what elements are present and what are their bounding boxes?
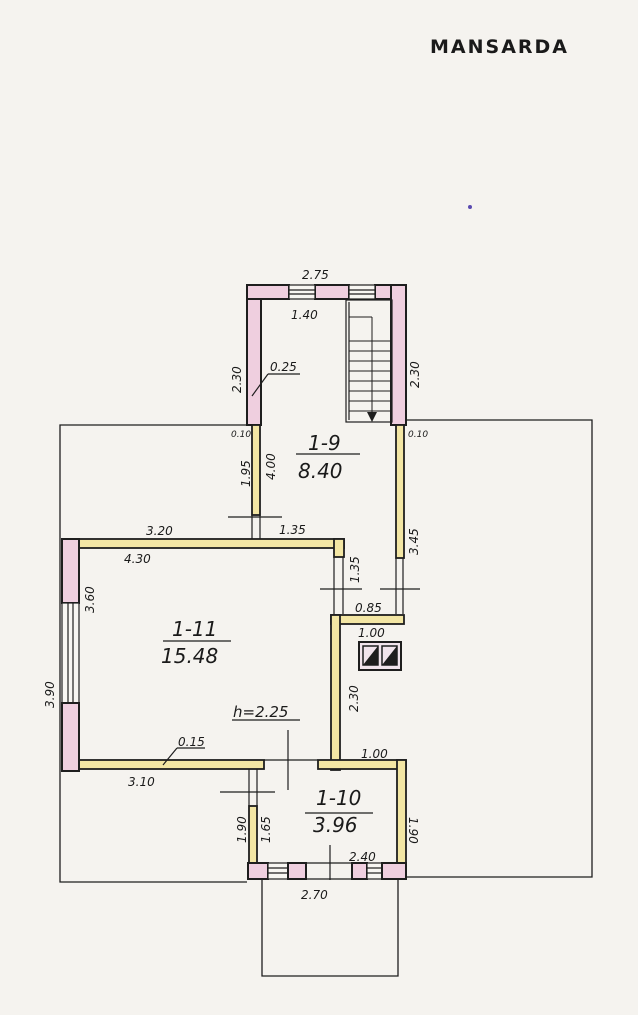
stair-direction-arrow-icon xyxy=(367,412,377,422)
ceiling-height-label: h=2.25 xyxy=(232,703,300,721)
svg-text:1-11: 1-11 xyxy=(172,617,217,641)
svg-text:3.60: 3.60 xyxy=(83,586,97,613)
svg-text:1.65: 1.65 xyxy=(259,816,273,843)
svg-text:h=2.25: h=2.25 xyxy=(233,703,288,721)
room-1-9-label: 1-9 8.40 xyxy=(296,431,360,483)
svg-text:1.90: 1.90 xyxy=(406,817,420,844)
svg-text:3.20: 3.20 xyxy=(146,524,173,538)
room11-west-wall xyxy=(61,538,80,772)
svg-text:2.75: 2.75 xyxy=(302,268,329,282)
svg-text:2.40: 2.40 xyxy=(349,850,376,864)
svg-text:1.40: 1.40 xyxy=(291,308,318,322)
svg-text:1.00: 1.00 xyxy=(358,626,385,640)
svg-text:0.25: 0.25 xyxy=(270,360,297,374)
svg-text:1-9: 1-9 xyxy=(308,431,341,455)
room-1-11-label: 1-11 15.48 xyxy=(161,617,231,668)
interior-walls xyxy=(76,424,420,866)
building-outline xyxy=(59,419,593,977)
svg-text:0.85: 0.85 xyxy=(355,601,382,615)
svg-text:1.90: 1.90 xyxy=(235,816,249,843)
svg-text:8.40: 8.40 xyxy=(298,459,343,483)
svg-text:2.30: 2.30 xyxy=(408,361,422,388)
svg-text:1-10: 1-10 xyxy=(316,786,361,810)
svg-text:0.10: 0.10 xyxy=(408,430,428,440)
svg-text:4.30: 4.30 xyxy=(124,552,151,566)
svg-text:3.45: 3.45 xyxy=(407,528,421,555)
chimney-icon xyxy=(358,641,402,671)
room-1-10-label: 1-10 3.96 xyxy=(305,786,373,837)
svg-text:3.10: 3.10 xyxy=(128,775,155,789)
svg-text:1.00: 1.00 xyxy=(361,747,388,761)
svg-text:2.70: 2.70 xyxy=(301,888,328,902)
dimension-labels: 2.75 1.40 0.25 0.10 0.10 3.20 1.35 4.30 … xyxy=(43,268,428,902)
stair-tower-walls xyxy=(246,284,407,426)
svg-text:1.35: 1.35 xyxy=(279,523,306,537)
room10-south-wall xyxy=(247,845,407,880)
svg-text:15.48: 15.48 xyxy=(161,644,218,668)
svg-text:0.15: 0.15 xyxy=(178,735,205,749)
svg-text:1.95: 1.95 xyxy=(239,460,253,487)
svg-text:3.96: 3.96 xyxy=(313,813,358,837)
svg-text:3.90: 3.90 xyxy=(43,681,57,708)
staircase xyxy=(345,299,393,423)
svg-text:4.00: 4.00 xyxy=(264,453,278,480)
svg-text:2.30: 2.30 xyxy=(230,366,244,393)
svg-text:2.30: 2.30 xyxy=(347,685,361,712)
drawing-title: MANSARDA xyxy=(430,36,570,58)
ink-dot xyxy=(468,205,472,209)
svg-text:0.10: 0.10 xyxy=(231,430,251,440)
svg-text:1.35: 1.35 xyxy=(348,556,362,583)
